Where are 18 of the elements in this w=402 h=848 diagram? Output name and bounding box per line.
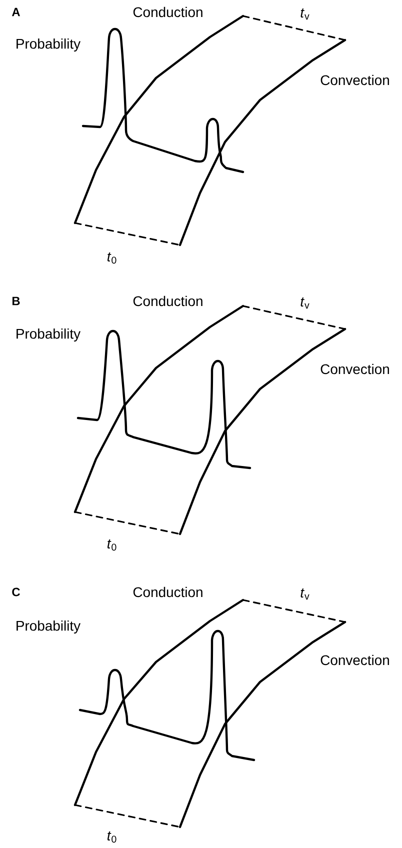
axis-label: Convection: [320, 364, 389, 374]
axis-label: Probability: [16, 328, 81, 342]
panel-letter: B: [12, 296, 20, 306]
axis-label: Conduction: [133, 6, 202, 18]
time-label: t$_{v}$: [300, 8, 310, 20]
axis-label: Conduction: [133, 296, 202, 306]
panel-letter: A: [12, 8, 20, 16]
time-label: t$_{0}$: [108, 252, 116, 264]
time-label: t$_{v}$: [300, 297, 310, 309]
time-label: t$_{0}$: [108, 831, 116, 843]
axis-label: Conduction: [133, 586, 202, 598]
panel-letter: C: [12, 588, 20, 596]
time-label: t$_{0}$: [108, 539, 116, 551]
axis-label: Probability: [16, 38, 81, 52]
axis-label: Convection: [320, 654, 389, 666]
axis-label: Convection: [320, 74, 389, 86]
axis-label: Probability: [16, 620, 81, 634]
time-label: t$_{v}$: [300, 588, 310, 600]
